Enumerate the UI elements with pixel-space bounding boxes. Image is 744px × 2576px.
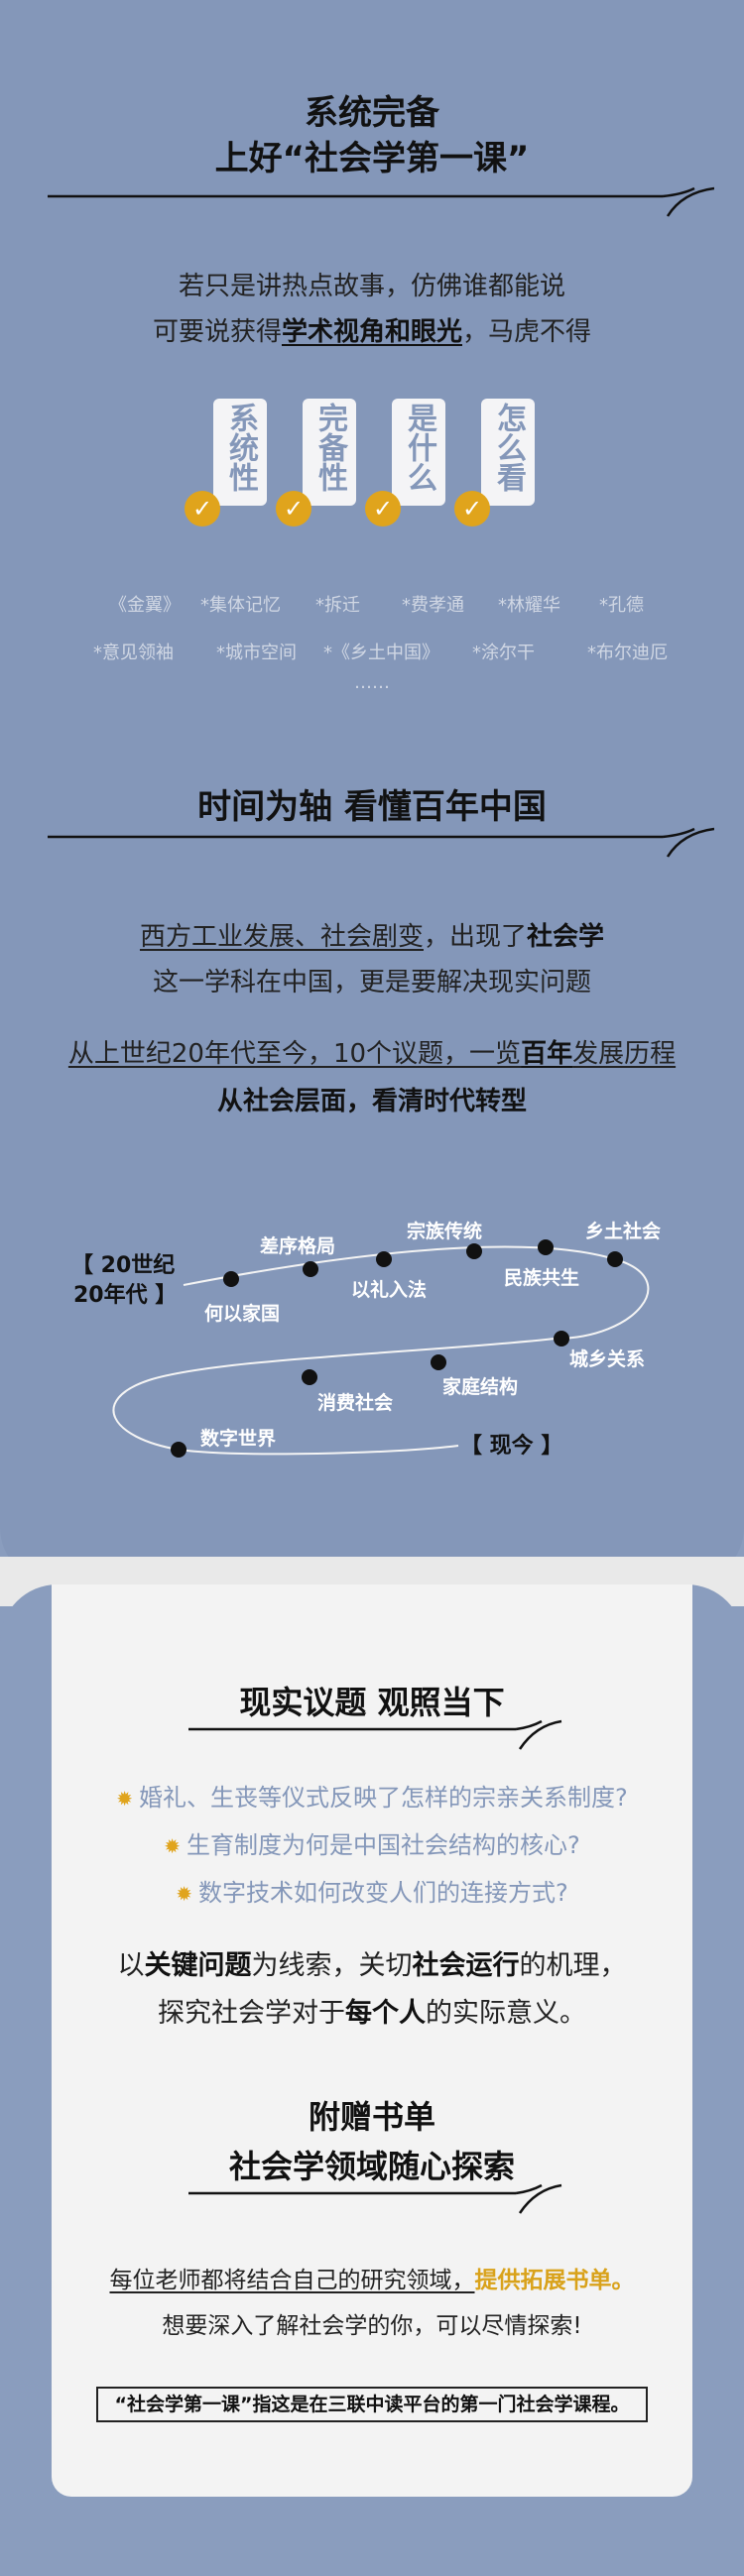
timeline-label: 宗族传统 bbox=[407, 1221, 483, 1242]
section4-title-line1: 附赠书单 bbox=[308, 2098, 435, 2136]
issue-bullet: ✹生育制度为何是中国社会结构的核心? bbox=[164, 1831, 580, 1859]
s2-p1-line2: 这一学科在中国，更是要解决现实问题 bbox=[152, 968, 591, 997]
timeline-dot bbox=[431, 1354, 446, 1370]
timeline-dot bbox=[376, 1251, 392, 1267]
timeline-end-mark: 【 现今 】 bbox=[460, 1434, 563, 1459]
tag: *林耀华 bbox=[498, 595, 560, 616]
intro-emphasis: 学术视角和眼光 bbox=[281, 317, 462, 347]
course-note-box: “社会学第一课”指这是在三联中读平台的第一门社会学课程。 bbox=[96, 2387, 648, 2422]
check-icon: ✓ bbox=[365, 491, 401, 527]
tag: *意见领袖 bbox=[93, 643, 174, 663]
title-swoosh-underline bbox=[188, 1719, 562, 1750]
section3-title: 现实议题 观照当下 bbox=[239, 1684, 505, 1721]
card-complete: 完备性 bbox=[303, 399, 356, 506]
intro-line1: 若只是讲热点故事，仿佛谁都能说 bbox=[178, 272, 565, 301]
sun-bullet-icon: ✹ bbox=[176, 1882, 192, 1906]
tags-ellipsis: …… bbox=[354, 672, 390, 693]
timeline-label: 乡土社会 bbox=[585, 1221, 662, 1242]
issue-bullet: ✹婚礼、生丧等仪式反映了怎样的宗亲关系制度? bbox=[116, 1784, 628, 1812]
card-systematic: 系统性 bbox=[213, 399, 267, 506]
tag: *城市空间 bbox=[216, 643, 297, 663]
section1-title-line2: 上好“社会学第一课” bbox=[214, 139, 530, 178]
timeline-dot bbox=[302, 1369, 317, 1385]
tag: *孔德 bbox=[599, 595, 644, 616]
intro-line2: 可要说获得学术视角和眼光，马虎不得 bbox=[152, 317, 592, 347]
timeline-label: 消费社会 bbox=[317, 1392, 394, 1414]
timeline-label: 家庭结构 bbox=[442, 1376, 519, 1398]
s2-p1-line1: 西方工业发展、社会剧变，出现了社会学 bbox=[139, 922, 605, 952]
tag: *《乡土中国》 bbox=[323, 643, 439, 663]
tag: *费孝通 bbox=[402, 595, 464, 616]
timeline-dot bbox=[607, 1251, 623, 1267]
timeline-label: 以礼入法 bbox=[351, 1279, 428, 1301]
check-icon: ✓ bbox=[454, 491, 490, 527]
tag: *集体记忆 bbox=[200, 595, 281, 616]
timeline-start-line1: 【 20世纪 bbox=[71, 1253, 176, 1278]
section2-title: 时间为轴 看懂百年中国 bbox=[197, 787, 547, 827]
tag: 《金翼》 bbox=[109, 595, 181, 616]
timeline-dot bbox=[223, 1271, 239, 1287]
sun-bullet-icon: ✹ bbox=[116, 1787, 133, 1811]
check-icon: ✓ bbox=[185, 491, 220, 527]
s2-p2-line2: 从社会层面，看清时代转型 bbox=[216, 1087, 527, 1116]
timeline-label: 民族共生 bbox=[504, 1267, 580, 1289]
timeline-label: 城乡关系 bbox=[569, 1348, 646, 1370]
timeline-dot bbox=[171, 1442, 186, 1458]
card-what: 是什么 bbox=[392, 399, 445, 506]
section4-title-line2: 社会学领域随心探索 bbox=[228, 2148, 515, 2185]
timeline-dot bbox=[538, 1239, 554, 1255]
section1-title-line1: 系统完备 bbox=[305, 93, 439, 133]
s3-p-line2: 探究社会学对于每个人的实际意义。 bbox=[158, 1998, 586, 2029]
card-how: 怎么看 bbox=[481, 399, 535, 506]
tag: *涂尔干 bbox=[472, 643, 535, 663]
booklist-line1: 每位老师都将结合自己的研究领域，提供拓展书单。 bbox=[109, 2268, 635, 2293]
s2-p2-line1: 从上世纪20年代至今，10个议题，一览百年发展历程 bbox=[67, 1039, 677, 1069]
check-icon: ✓ bbox=[276, 491, 311, 527]
title-swoosh-underline bbox=[188, 2183, 562, 2214]
timeline-label: 差序格局 bbox=[260, 1235, 336, 1257]
timeline-dot bbox=[554, 1331, 569, 1347]
title-swoosh-underline bbox=[48, 186, 714, 217]
s3-p-line1: 以关键问题为线索，关切社会运行的机理， bbox=[117, 1950, 627, 1981]
timeline-dot bbox=[303, 1261, 318, 1277]
timeline-curve bbox=[112, 1239, 650, 1458]
sun-bullet-icon: ✹ bbox=[164, 1834, 181, 1858]
title-swoosh-underline bbox=[48, 827, 714, 858]
top-section-card bbox=[0, 0, 744, 1584]
timeline-dot bbox=[466, 1243, 482, 1259]
timeline-label: 何以家国 bbox=[204, 1303, 281, 1325]
tag: *拆迁 bbox=[315, 595, 360, 616]
tag: *布尔迪厄 bbox=[587, 643, 668, 663]
booklist-line2: 想要深入了解社会学的你，可以尽情探索! bbox=[162, 2313, 582, 2339]
issue-bullet: ✹数字技术如何改变人们的连接方式? bbox=[176, 1879, 568, 1907]
timeline-label: 数字世界 bbox=[200, 1428, 277, 1450]
inner-white-panel bbox=[52, 1584, 692, 2497]
timeline-start-line2: 20年代 】 bbox=[73, 1283, 178, 1308]
